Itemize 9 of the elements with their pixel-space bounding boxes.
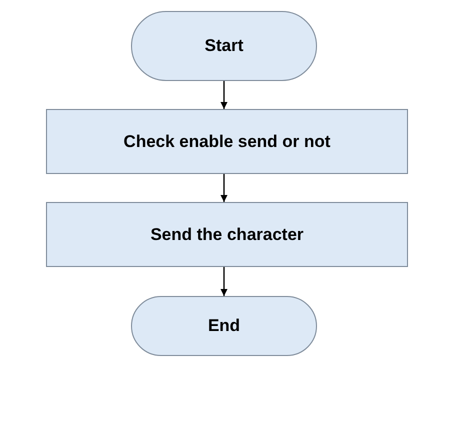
process-box: [46, 202, 408, 267]
arrow: [220, 267, 228, 296]
node-label: Send the character: [150, 224, 304, 244]
arrow: [220, 81, 228, 109]
node-label: Check enable send or not: [124, 132, 330, 152]
node-label: End: [208, 316, 240, 336]
node-label: Start: [204, 36, 244, 56]
arrow: [220, 174, 228, 202]
process-box: [46, 109, 408, 174]
